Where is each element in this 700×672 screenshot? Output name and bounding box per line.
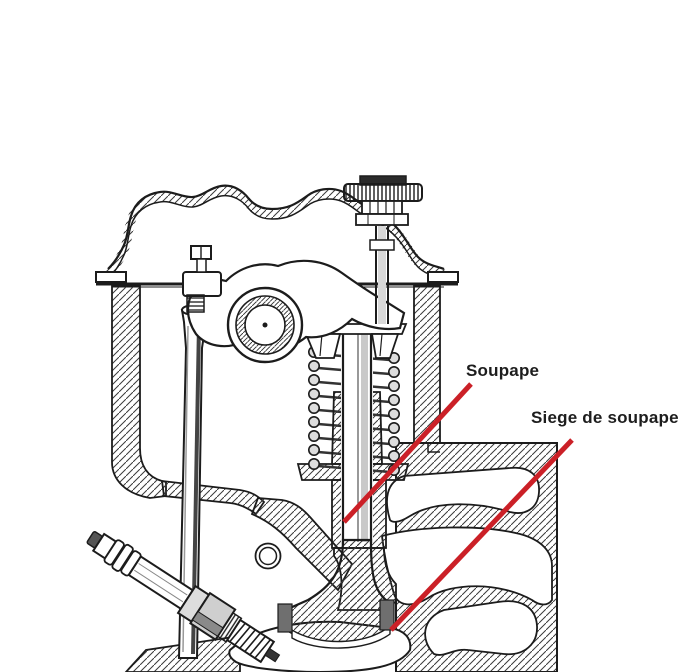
water-passage-lower: [424, 600, 538, 656]
valve-spring: [307, 345, 400, 476]
cover-stud-and-cap: [343, 175, 423, 324]
valve-stem-channel: [341, 328, 373, 544]
cover-flange-left: [95, 271, 127, 283]
oil-cap-knurled-disc: [343, 183, 423, 202]
drain-hole-inner: [258, 546, 278, 566]
head-floor: [160, 479, 266, 516]
cover-flange-right: [427, 271, 459, 283]
adjusting-screw-threads: [186, 294, 205, 313]
rocker-cover-band: [104, 186, 446, 279]
label-soupape: Soupape: [466, 361, 540, 380]
adjusting-screw-pad: [182, 271, 222, 297]
valve-seat-left: [277, 603, 293, 633]
annotation-line-soupape: [342, 382, 473, 524]
annotation-lines: [342, 382, 574, 632]
valve-face-rim: [291, 624, 391, 649]
cylinder-head-casting: [111, 285, 354, 592]
rocker-arm-assembly: [182, 245, 406, 364]
spark-plug: [86, 531, 281, 664]
annotation-line-siege-de-soupape: [389, 438, 574, 632]
oil-cap-neck: [361, 200, 403, 215]
keeper-right: [370, 333, 400, 359]
oil-cap-flange: [355, 213, 409, 226]
label-siege-de-soupape: Siege de soupape: [531, 408, 679, 427]
plug-electrode: [264, 647, 281, 663]
valve-seat-right: [379, 599, 395, 631]
head-left-wall: [111, 285, 167, 499]
